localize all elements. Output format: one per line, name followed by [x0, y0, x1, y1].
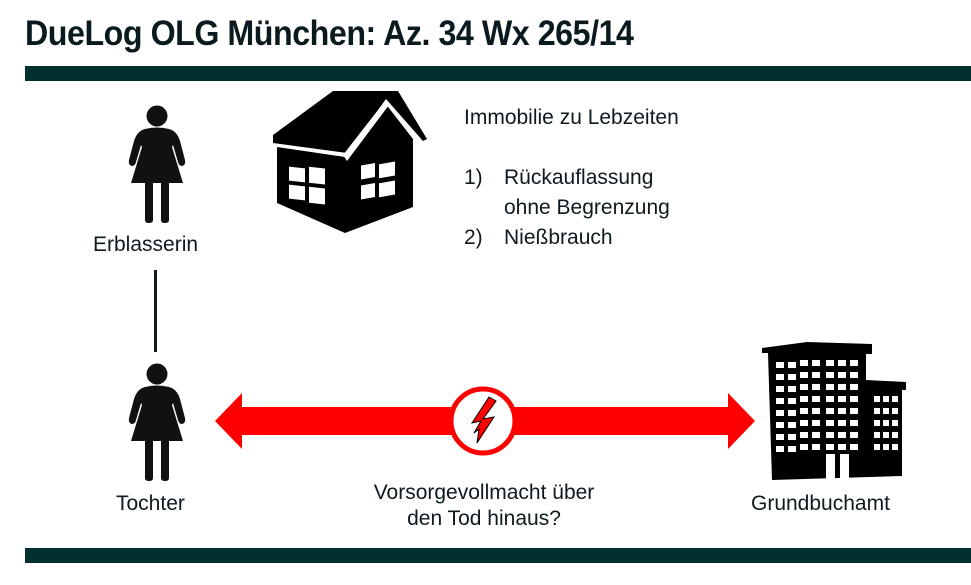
- list-item: 2) Nießbrauch: [464, 226, 613, 249]
- person-label-tochter: Tochter: [116, 492, 185, 515]
- woman-icon: [128, 105, 186, 223]
- double-arrow-icon: [215, 386, 755, 456]
- office-building-icon: [762, 342, 906, 480]
- property-heading: Immobilie zu Lebzeiten: [464, 106, 679, 129]
- house-icon: [273, 91, 427, 233]
- property-info-list: Immobilie zu Lebzeiten 1) Rückauflassung…: [464, 103, 679, 253]
- lightning-conflict-icon: [470, 396, 497, 444]
- list-item-continuation: ohne Begrenzung: [504, 196, 670, 219]
- top-divider-bar: [25, 66, 971, 81]
- relation-line: [154, 270, 157, 352]
- authority-label: Grundbuchamt: [751, 492, 890, 515]
- slide-title: DueLog OLG München: Az. 34 Wx 265/14: [25, 14, 634, 53]
- woman-icon: [128, 363, 186, 481]
- person-label-erblasserin: Erblasserin: [93, 233, 199, 256]
- bottom-divider-bar: [25, 548, 971, 563]
- relation-question: Vorsorgevollmacht über den Tod hinaus?: [373, 481, 595, 530]
- list-item: 1) Rückauflassung: [464, 166, 654, 189]
